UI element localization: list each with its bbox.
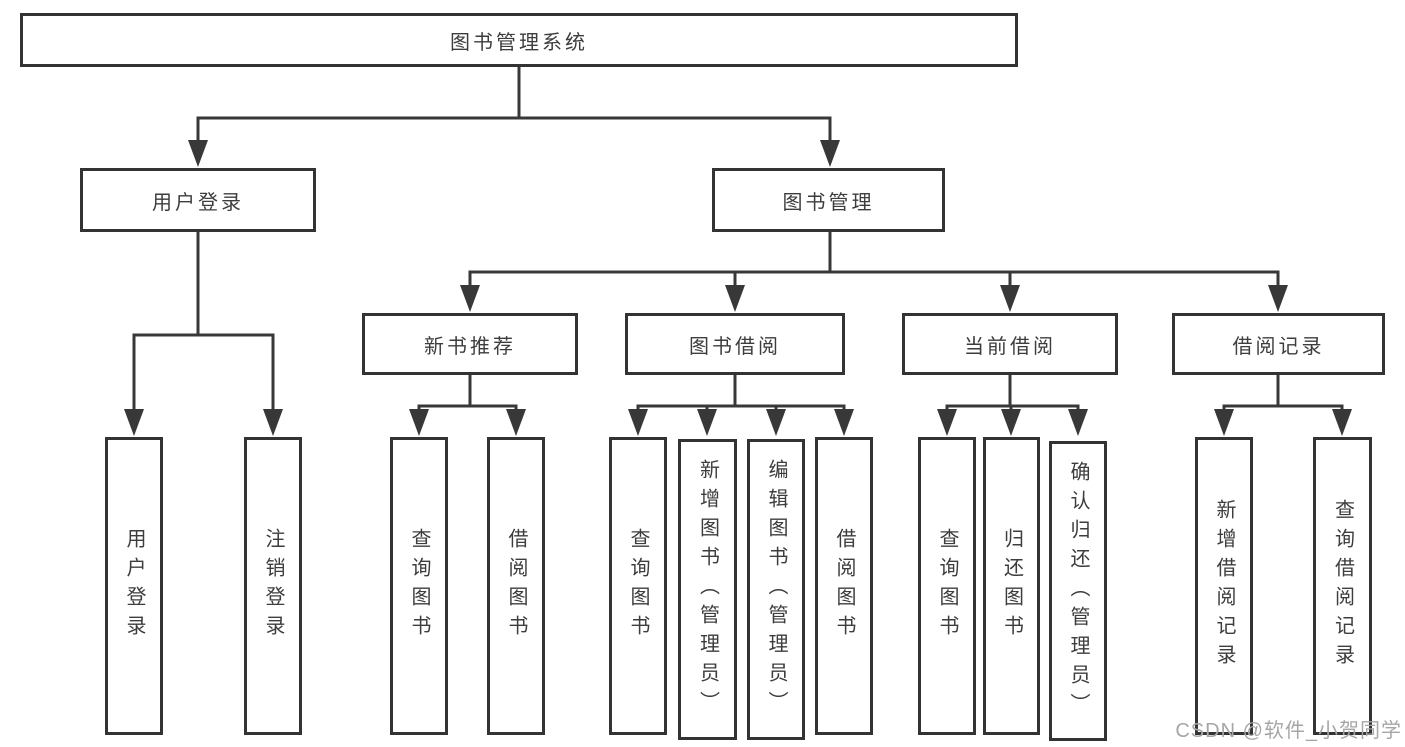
leaf-user-login: 用户登录: [105, 437, 163, 735]
node-label: 新书推荐: [424, 335, 516, 358]
node-label: 借阅图书: [505, 528, 527, 644]
node-label: 借阅图书: [833, 528, 855, 644]
leaf-return-book: 归还图书: [983, 437, 1040, 735]
node-label: 新增借阅记录: [1213, 499, 1235, 673]
node-current-borrowing: 当前借阅: [902, 313, 1118, 375]
leaf-logout: 注销登录: [244, 437, 302, 735]
node-label: 注销登录: [262, 528, 284, 644]
leaf-add-book-admin: 新增图书（管理员）: [678, 439, 737, 740]
node-label: 图书管理: [782, 191, 875, 214]
node-label: 查询图书: [627, 528, 649, 644]
leaf-edit-book-admin: 编辑图书（管理员）: [747, 439, 805, 740]
node-library-management-system: 图书管理系统: [20, 13, 1018, 67]
leaf-query-books-recommend: 查询图书: [390, 437, 448, 735]
leaf-query-books-borrowing: 查询图书: [609, 437, 667, 735]
node-label: 当前借阅: [964, 335, 1056, 358]
node-label: 查询图书: [936, 528, 958, 644]
leaf-query-books-current: 查询图书: [918, 437, 976, 735]
node-label: 查询图书: [408, 528, 430, 644]
node-label: 图书借阅: [689, 335, 781, 358]
node-label: 归还图书: [1000, 528, 1023, 644]
node-user-login: 用户登录: [80, 168, 316, 232]
node-label: 借阅记录: [1232, 335, 1325, 358]
node-label: 用户登录: [152, 191, 244, 214]
node-book-management: 图书管理: [712, 168, 945, 232]
node-borrowing-records: 借阅记录: [1172, 313, 1385, 375]
node-label: 新增图书（管理员）: [696, 459, 719, 720]
node-label: 编辑图书（管理员）: [765, 459, 787, 720]
node-label: 查询借阅记录: [1331, 499, 1354, 673]
leaf-borrow-books-recommend: 借阅图书: [487, 437, 545, 735]
watermark: CSDN @软件_小贺同学: [1175, 720, 1402, 742]
leaf-query-borrow-record: 查询借阅记录: [1313, 437, 1372, 735]
leaf-add-borrow-record: 新增借阅记录: [1195, 437, 1253, 735]
node-label: 确认归还（管理员）: [1067, 460, 1089, 722]
node-new-book-recommend: 新书推荐: [362, 313, 578, 375]
leaf-borrow-books-borrowing: 借阅图书: [815, 437, 873, 735]
leaf-confirm-return-admin: 确认归还（管理员）: [1049, 441, 1107, 741]
node-book-borrowing: 图书借阅: [625, 313, 845, 375]
node-label: 图书管理系统: [450, 31, 588, 54]
node-label: 用户登录: [123, 528, 145, 644]
